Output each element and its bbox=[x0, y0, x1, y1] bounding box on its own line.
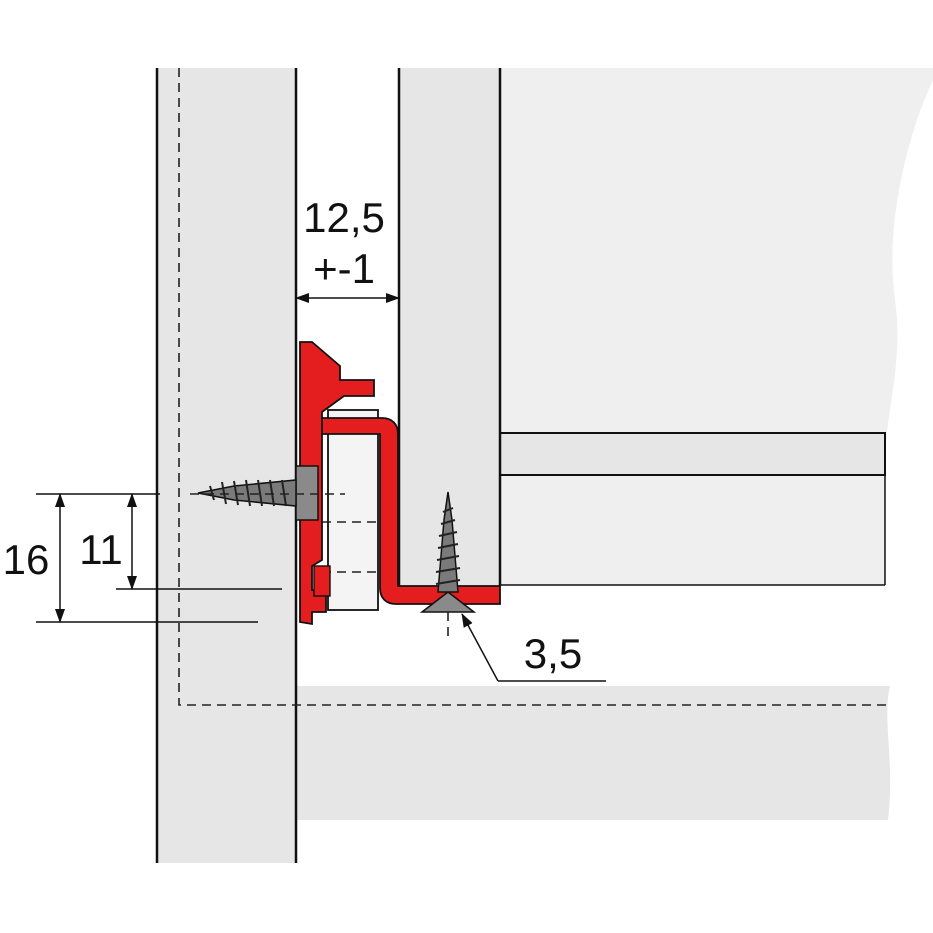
height-outer-dimension: 16 bbox=[3, 536, 50, 583]
side-screw-icon bbox=[197, 465, 319, 521]
drawer-runner-red bbox=[321, 417, 501, 605]
gap-dimension-value: 12,5 bbox=[303, 194, 385, 241]
drawer-bottom-bar bbox=[477, 432, 886, 476]
screw-diameter-dimension: 3,5 bbox=[524, 630, 582, 677]
cabinet-side-panel bbox=[157, 68, 296, 863]
hidden-edge-dashed bbox=[178, 68, 890, 706]
cabinet-runner-red bbox=[299, 341, 375, 626]
drawer-side-panel bbox=[500, 68, 933, 585]
runner-roller bbox=[327, 409, 379, 611]
height-inner-dimension: 11 bbox=[79, 526, 123, 573]
gap-dimension-tolerance: +-1 bbox=[313, 245, 375, 292]
cabinet-bottom-panel bbox=[296, 686, 891, 820]
